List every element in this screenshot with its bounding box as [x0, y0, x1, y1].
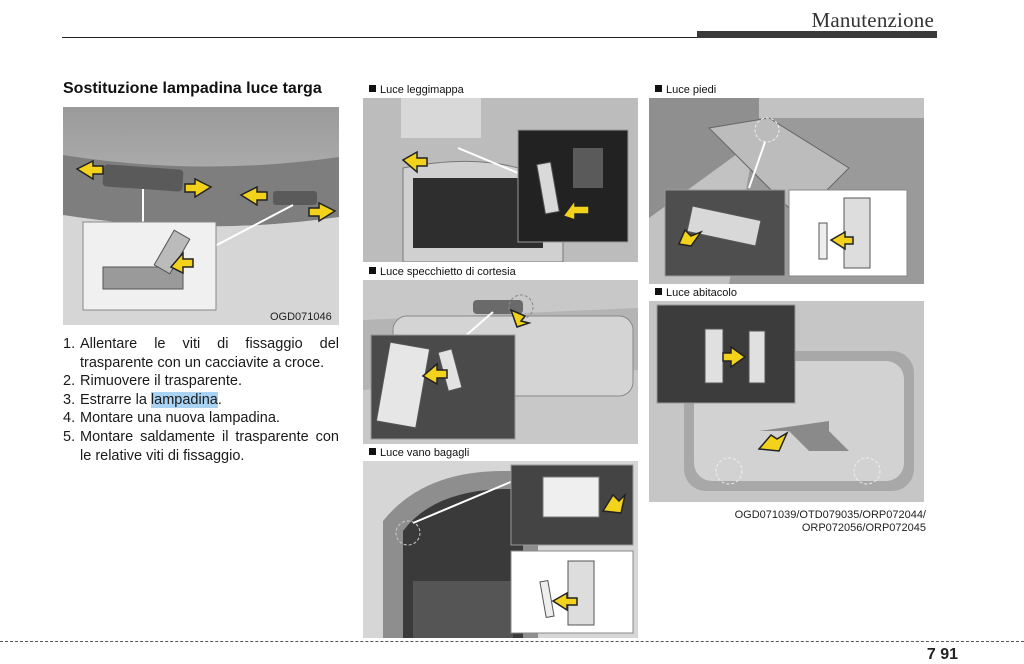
room-lamp-figure	[649, 301, 924, 502]
header-rule-bar	[697, 31, 937, 38]
page-number: 7 91	[926, 646, 958, 663]
caption-foot-lamp: Luce piedi	[655, 84, 716, 96]
instruction-steps: 1.Allentare le viti di fissaggio del tra…	[63, 335, 339, 465]
chapter-title: Manutenzione	[811, 8, 934, 32]
caption-map-lamp: Luce leggimappa	[369, 84, 464, 96]
header-rule	[62, 37, 698, 38]
list-item: 2.Rimuovere il trasparente.	[63, 373, 242, 390]
caption-room-lamp: Luce abitacolo	[655, 287, 737, 299]
list-item: 1.Allentare le viti di fissaggio del tra…	[63, 336, 339, 371]
map-lamp-figure	[363, 98, 638, 262]
list-item: 4.Montare una nuova lampadina.	[63, 410, 280, 427]
section-title: Sostituzione lampadina luce targa	[63, 80, 322, 97]
figure-codes: OGD071039/OTD079035/ORP072044/ ORP072056…	[734, 509, 926, 534]
vanity-mirror-lamp-figure	[363, 280, 638, 444]
caption-luggage-lamp: Luce vano bagagli	[369, 447, 469, 459]
selected-text[interactable]: lampadina	[150, 391, 218, 408]
luggage-lamp-figure	[363, 461, 638, 638]
list-item: 5.Montare saldamente il trasparente con …	[63, 428, 339, 464]
license-plate-lamp-figure	[63, 107, 339, 325]
footer-divider	[0, 641, 1024, 642]
foot-lamp-figure	[649, 98, 924, 284]
arrow-icon	[75, 159, 337, 223]
list-item: 3.Estrarre la lampadina.	[63, 391, 222, 408]
figure-code: OGD071046	[270, 311, 332, 323]
caption-vanity-mirror-lamp: Luce specchietto di cortesia	[369, 266, 516, 278]
